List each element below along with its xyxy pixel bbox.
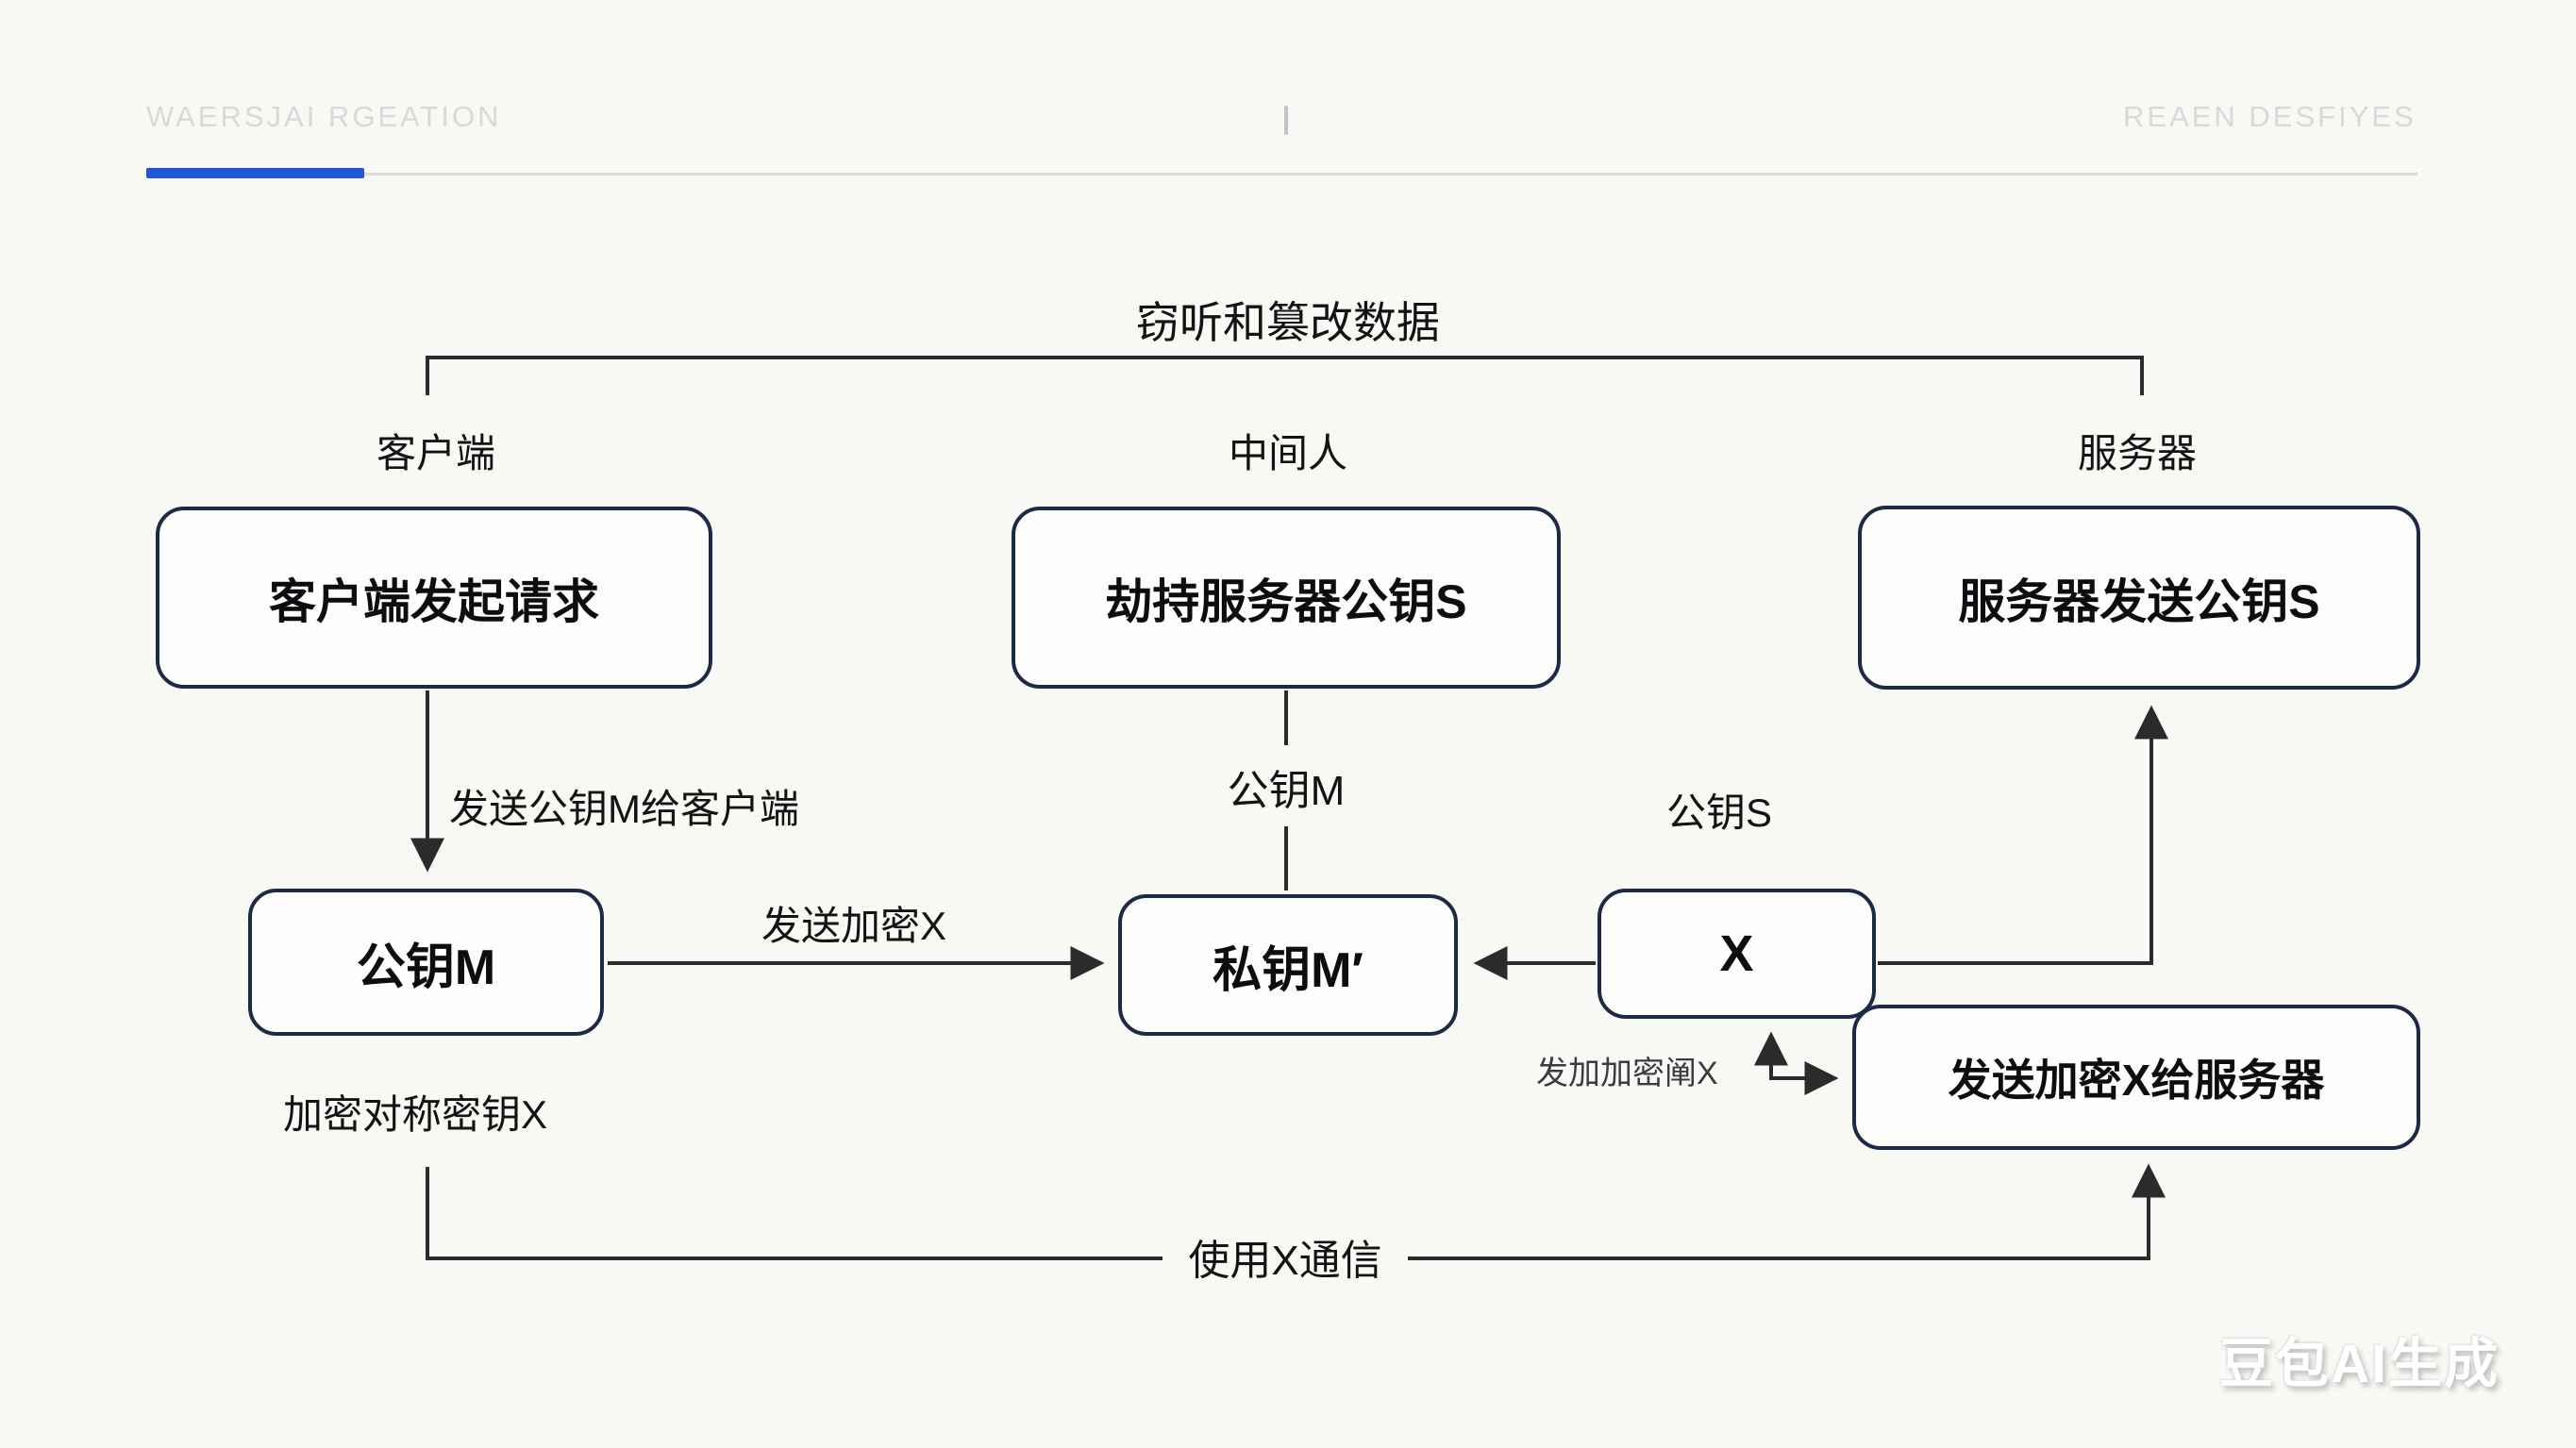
arrow-bottom-right-into-send-box (1408, 1163, 2166, 1260)
node-server-send-s: 服务器发送公钥S (1858, 506, 2420, 690)
edge-label-send-m-to-client: 发送公钥M给客户端 (449, 787, 799, 831)
arrow-x-to-server-box (1878, 705, 2168, 965)
node-client-request: 客户端发起请求 (156, 507, 712, 689)
lane-label-client: 客户端 (376, 431, 496, 475)
eavesdrop-bracket (426, 356, 2144, 395)
header-divider-line (364, 173, 2417, 175)
node-hijack-pubkey-s: 劫持服务器公钥S (1012, 507, 1561, 689)
edge-label-encrypt-symmetric: 加密对称密钥X (283, 1092, 548, 1137)
edge-label-send-enc-small: 发加加密阐X (1536, 1056, 1718, 1091)
node-send-x-to-server: 发送加密X给服务器 (1852, 1005, 2420, 1150)
edge-label-pubkey-m: 公钥M (1227, 768, 1346, 814)
edge-label-pubkey-s: 公钥S (1665, 791, 1773, 835)
lane-label-mitm: 中间人 (1228, 431, 1348, 475)
header-left-watermark: WAERSJAI RGEATION (146, 100, 502, 133)
node-pubkey-m: 公钥M (248, 889, 604, 1036)
edge-label-send-encrypted-x: 发送加密X (761, 904, 947, 948)
node-privkey-m: 私钥M′ (1118, 894, 1458, 1036)
lane-label-server: 服务器 (2077, 431, 2198, 475)
header-accent-underline (146, 168, 364, 178)
header-center-tick-icon (1284, 106, 1288, 135)
line-bottom-left (426, 1167, 1163, 1260)
eavesdrop-label: 窃听和篡改数据 (1136, 298, 1440, 347)
node-x-key: X (1597, 889, 1876, 1019)
edge-label-use-x-comm: 使用X通信 (1188, 1238, 1382, 1284)
header-right-watermark: REAEN DESFIYES (2123, 100, 2417, 133)
brand-watermark: 豆包AI生成 (2219, 1334, 2500, 1394)
